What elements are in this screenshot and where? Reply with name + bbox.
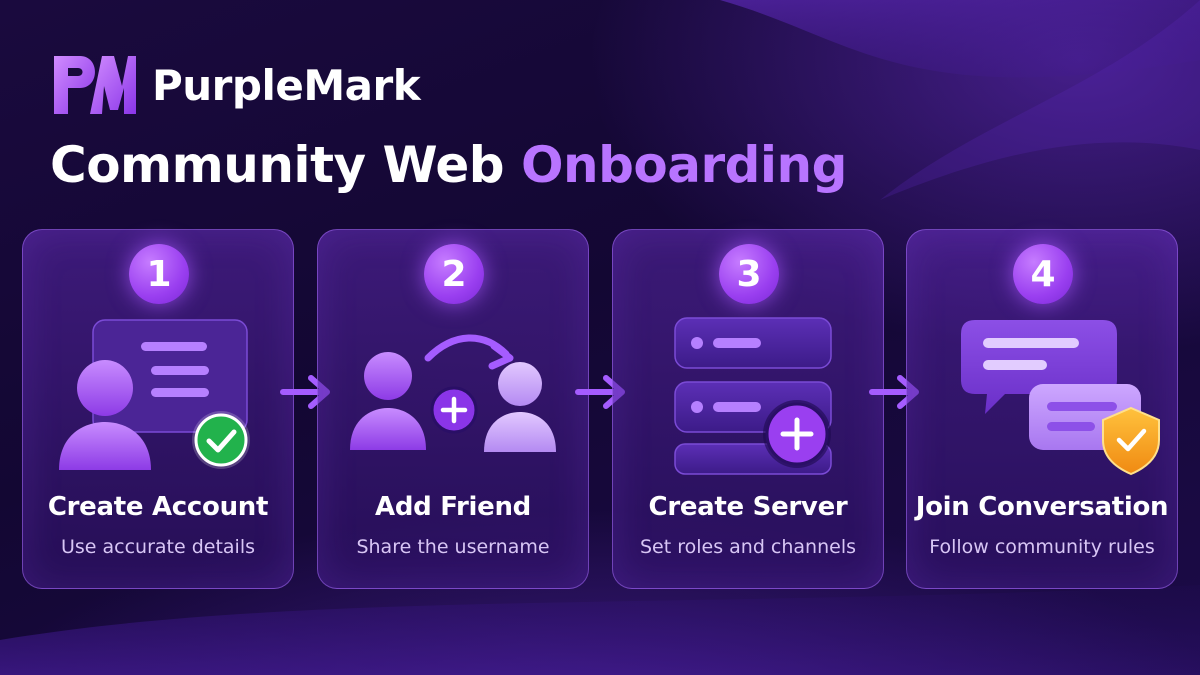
step-card-add-friend: 2 Add Friend Share the username [317, 229, 589, 589]
brand-name: PurpleMark [152, 60, 421, 110]
step-title: Create Server [648, 492, 848, 522]
title-lead: Community Web [50, 136, 505, 194]
step-card-join-conversation: 4 Join Conversation Follow community rul… [906, 229, 1178, 589]
step-title: Join Conversation [915, 492, 1169, 522]
chat-shield-icon [961, 320, 1160, 476]
step-title: Add Friend [375, 492, 531, 522]
step-number-badge: 2 [424, 244, 484, 304]
server-add-icon [674, 317, 832, 475]
title-accent: Onboarding [520, 136, 847, 194]
step-number-badge: 3 [719, 244, 779, 304]
step-subtitle: Follow community rules [929, 536, 1155, 558]
purplemark-logo [54, 56, 136, 114]
brand: PurpleMark [50, 52, 421, 118]
step-card-create-server: 3 Create Server Set roles and channels [612, 229, 884, 589]
step-card-create-account: 1 Create Account Use accurate details [22, 229, 294, 589]
step-subtitle: Share the username [356, 536, 550, 558]
step-number-badge: 4 [1013, 244, 1073, 304]
step-subtitle: Set roles and channels [639, 536, 857, 558]
step-subtitle: Use accurate details [60, 536, 256, 558]
page-title: Community Web Onboarding [50, 136, 847, 194]
step-number-badge: 1 [129, 244, 189, 304]
user-profile-check-icon [59, 319, 250, 470]
step-title: Create Account [47, 492, 269, 522]
add-friend-icon [350, 334, 556, 452]
